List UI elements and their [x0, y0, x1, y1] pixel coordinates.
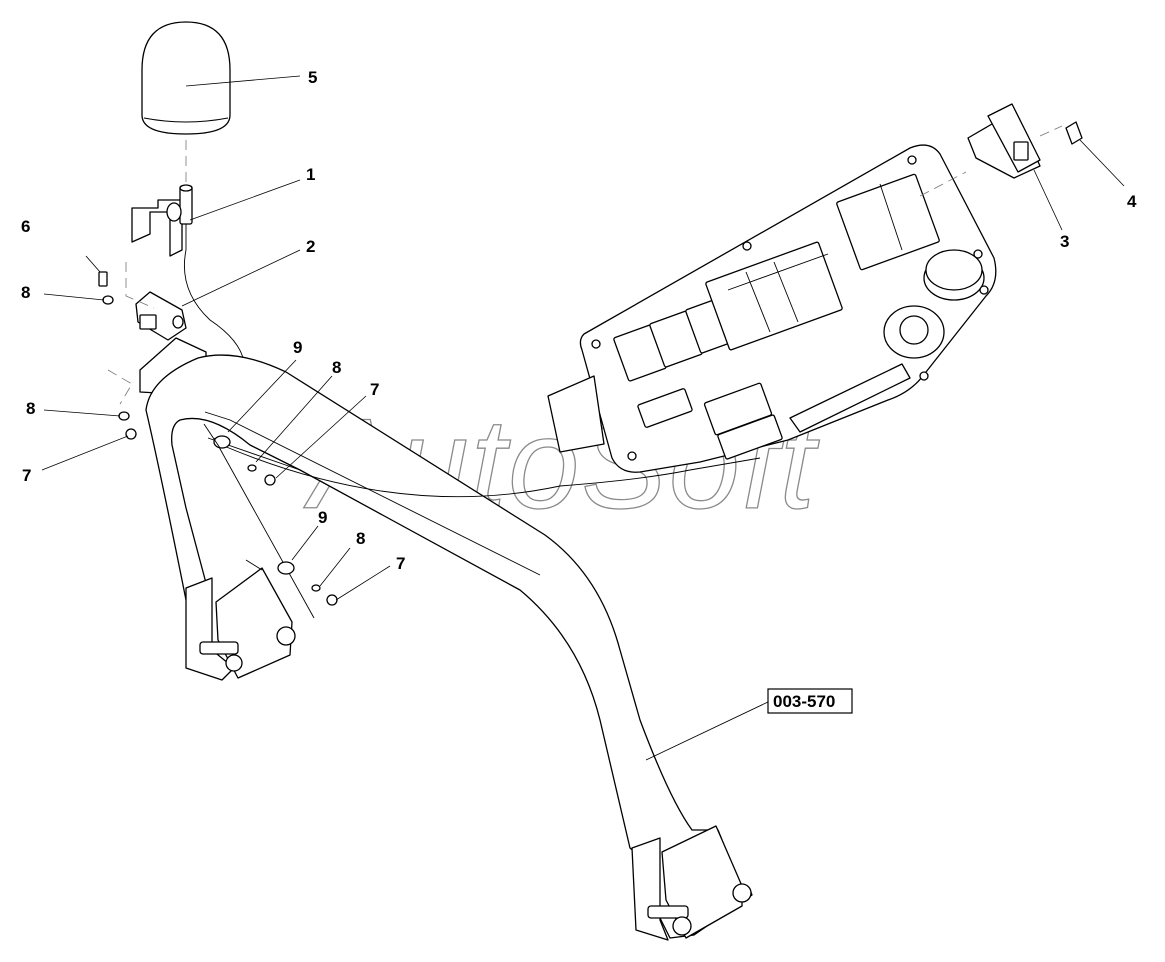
nut-part-7-low: [326, 594, 338, 606]
leader-lines: [41, 75, 1125, 761]
beacon-dome: [141, 21, 231, 185]
washer-part-8-top: [102, 295, 114, 305]
nut-part-7-mid: [264, 474, 276, 486]
reference-code-label: 003-570: [773, 692, 835, 711]
callout-label: 3: [1060, 232, 1069, 251]
callout-label: 6: [21, 217, 30, 236]
callout-label: 7: [396, 554, 405, 573]
beacon-bracket: [131, 184, 193, 257]
nut-part-7-left: [125, 428, 137, 440]
callout-label: 8: [26, 399, 35, 418]
hardware-small-parts: [98, 271, 338, 606]
callout-label: 4: [1127, 192, 1137, 211]
beacon-cable: [183, 249, 245, 363]
harness-strap-upper: [213, 437, 315, 619]
callout-label: 8: [356, 529, 365, 548]
callout-label: 9: [293, 338, 302, 357]
bolt-part-6: [98, 271, 108, 287]
callout-label: 7: [22, 466, 31, 485]
reference-code-box: 003-570: [767, 688, 853, 714]
switch-cap: [1039, 121, 1083, 145]
rocker-switch: [919, 103, 1041, 197]
callout-label: 8: [332, 358, 341, 377]
pillar-frame: [145, 354, 753, 941]
callout-label: 5: [308, 68, 317, 87]
washer-part-8-left: [118, 411, 130, 421]
harness-cable: [223, 445, 761, 498]
washer-part-8-low: [311, 584, 321, 592]
callout-label: 1: [306, 165, 315, 184]
phantom-outline-upper: [125, 262, 155, 309]
washer-part-8-mid: [247, 464, 257, 472]
phantom-outline-lower: [107, 369, 133, 405]
callout-label: 7: [370, 380, 379, 399]
callout-label: 9: [318, 508, 327, 527]
callout-label: 8: [21, 283, 30, 302]
control-console: [547, 144, 997, 473]
callout-label: 2: [306, 237, 315, 256]
connector-block: [135, 291, 187, 341]
cable-clamp-upper: [203, 423, 231, 449]
cable-clamp-lower: [245, 559, 295, 575]
